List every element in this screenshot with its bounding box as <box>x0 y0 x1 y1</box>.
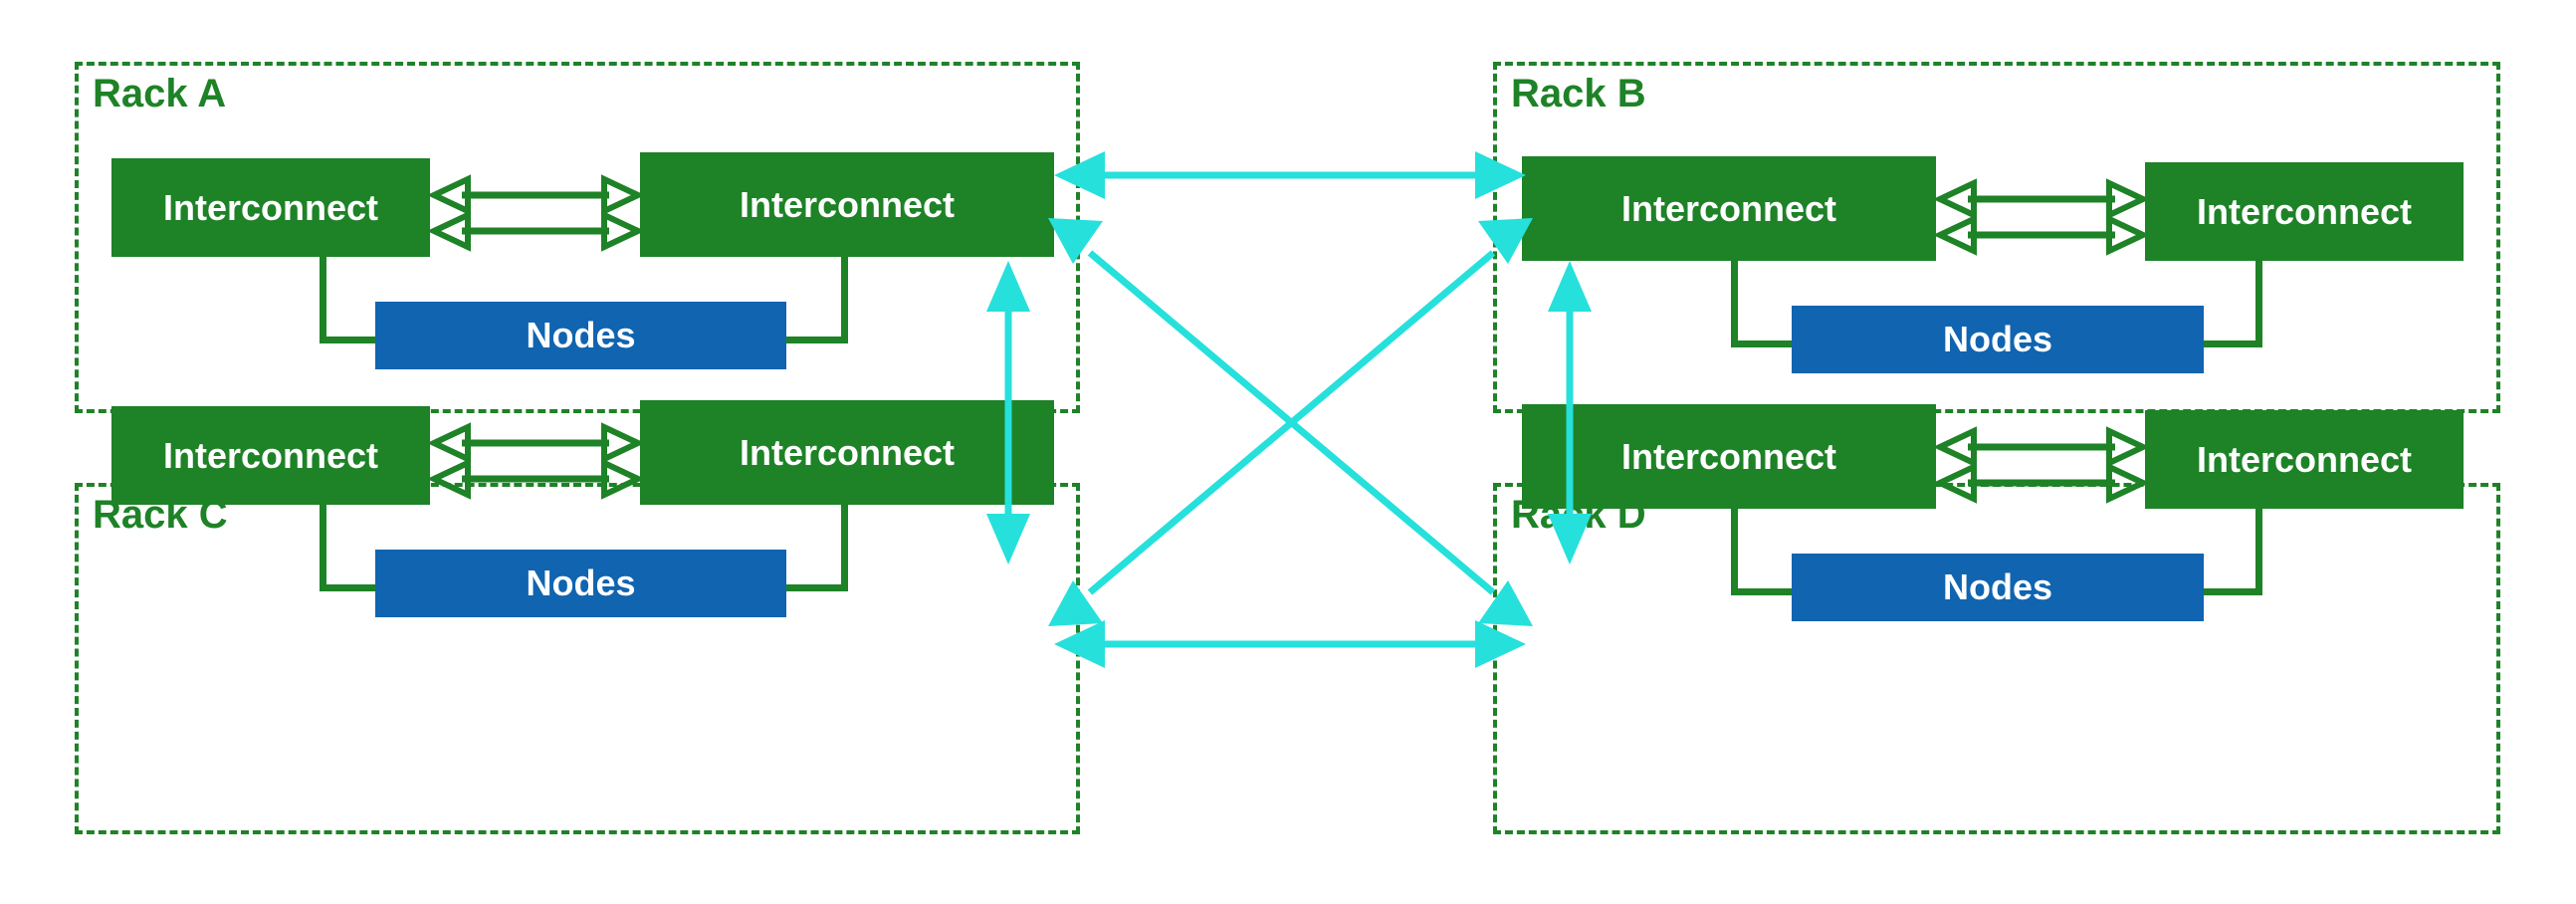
rack-a-interconnect-left[interactable]: Interconnect <box>111 158 430 257</box>
rack-a-leg-right-horiz <box>784 337 848 343</box>
rack-c-interconnect-left-label: Interconnect <box>162 434 379 476</box>
rack-d-interconnect-right-label: Interconnect <box>2196 438 2413 480</box>
rack-b-nodes[interactable]: Nodes <box>1792 306 2204 373</box>
rack-d-leg-r-vert <box>2255 509 2262 595</box>
rack-b-interconnect-right-label: Interconnect <box>2196 190 2413 232</box>
rack-a-leg-left-horiz <box>320 337 379 343</box>
rack-a-label: Rack A <box>93 72 227 115</box>
rack-b-leg-left-horiz <box>1731 340 1797 347</box>
rack-c-leg-r-vert <box>841 505 848 591</box>
rack-a-nodes-label: Nodes <box>526 315 636 355</box>
rack-a-interconnect-right[interactable]: Interconnect <box>640 152 1054 257</box>
rack-c-nodes-label: Nodes <box>526 563 636 603</box>
rack-d-ic-arrow-1 <box>1932 426 2151 468</box>
rack-d-interconnect-left[interactable]: Interconnect <box>1522 404 1936 509</box>
rack-c-interconnect-left[interactable]: Interconnect <box>111 406 430 505</box>
rack-d-leg-r-horiz <box>2200 588 2262 595</box>
rack-a-interconnect-left-label: Interconnect <box>162 186 379 228</box>
rack-d-leg-l-horiz <box>1731 588 1797 595</box>
rack-c-interconnect-right[interactable]: Interconnect <box>640 400 1054 505</box>
rack-b-leg-right-horiz <box>2200 340 2262 347</box>
link-a-d-arrow <box>1048 218 1533 626</box>
rack-c-leg-l-vert <box>320 505 326 591</box>
rack-d-interconnect-left-label: Interconnect <box>1620 435 1837 477</box>
rack-b-leg-right-vert <box>2255 261 2262 347</box>
rack-c-container[interactable]: Rack C <box>75 483 1080 834</box>
rack-a-nodes[interactable]: Nodes <box>375 302 786 369</box>
rack-c-leg-r-horiz <box>784 584 848 591</box>
rack-c-ic-arrow-1 <box>426 422 646 464</box>
link-b-c-arrow <box>1048 218 1533 626</box>
rack-d-nodes-label: Nodes <box>1942 566 2053 607</box>
rack-d-container[interactable]: Rack D <box>1493 483 2500 834</box>
rack-c-interconnect-right-label: Interconnect <box>739 431 956 473</box>
rack-c-leg-l-horiz <box>320 584 379 591</box>
rack-b-interconnect-right[interactable]: Interconnect <box>2145 162 2464 261</box>
rack-a-leg-left-vert <box>320 257 326 343</box>
rack-b-leg-left-vert <box>1731 261 1738 347</box>
rack-b-nodes-label: Nodes <box>1942 319 2053 359</box>
rack-a-interconnect-right-label: Interconnect <box>739 183 956 225</box>
rack-d-nodes[interactable]: Nodes <box>1792 554 2204 621</box>
link-a-b-arrow <box>1054 151 1526 199</box>
rack-b-label: Rack B <box>1511 72 1646 115</box>
rack-a-leg-right-vert <box>841 257 848 343</box>
rack-c-nodes[interactable]: Nodes <box>375 550 786 617</box>
link-c-d-arrow <box>1054 620 1526 668</box>
rack-d-interconnect-right[interactable]: Interconnect <box>2145 410 2464 509</box>
rack-d-leg-l-vert <box>1731 509 1738 595</box>
rack-b-interconnect-left-label: Interconnect <box>1620 187 1837 229</box>
rack-b-interconnect-left[interactable]: Interconnect <box>1522 156 1936 261</box>
